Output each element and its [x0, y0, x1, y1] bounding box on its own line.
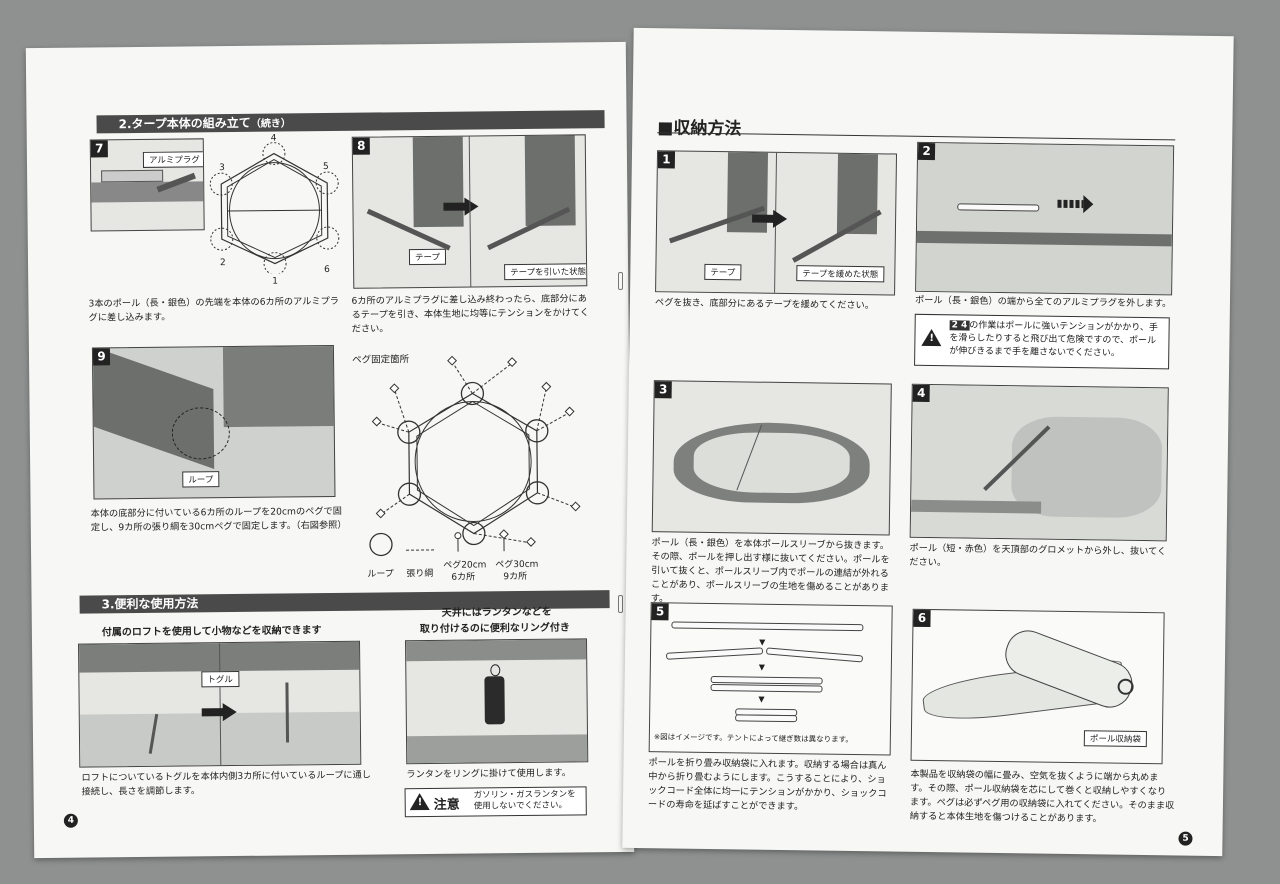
step9-label: ループ	[182, 471, 220, 488]
storage-step2-warning-text: の作業はポールに強いテンションがかかり、手を滑らしたりすると飛び出て危険ですので…	[949, 320, 1159, 359]
warning-icon: !	[921, 328, 942, 347]
usage2-warning-text: ガソリン・ガスランタンを使用しないでください。	[473, 789, 576, 812]
diagram-num-1: 1	[272, 276, 279, 287]
step7-caption: 3本のポール（長・銀色）の先端を本体の6カ所のアルミプラグに差し込みます。	[88, 295, 339, 324]
step9-photo: 9 ループ	[91, 344, 336, 500]
storage-step6-caption: 本製品を収納袋の幅に畳み、空気を抜くように端から丸めます。その際、ポール収納袋を…	[909, 768, 1175, 825]
usage1-caption: ロフトについているトグルを本体内側3カ所に付いているループに通し接続し、長さを調…	[81, 769, 372, 798]
step8-label-tape: テープ	[408, 248, 447, 266]
storage-step1-label-loosened: テープを緩めた状態	[796, 265, 885, 283]
storage-step1-caption: ペグを抜き、底部分にあるテープを緩めてください。	[654, 297, 875, 312]
step7-label: アルミプラグ	[142, 151, 205, 168]
section2-header: 2.タープ本体の組み立て（続き）	[96, 110, 605, 134]
diagram-num-6: 6	[324, 264, 330, 276]
storage-step6-photo: 6 ポール収納袋	[910, 608, 1165, 765]
right-page: ■収納方法 1 テープ テープを緩めた状態 ペグを抜き、底部分にあるテープを緩め…	[622, 27, 1234, 857]
section2-suffix: （続き）	[250, 118, 291, 130]
usage1-heading: 付属のロフトを使用して小物などを収納できます	[101, 625, 322, 639]
storage-step3-photo: 3	[651, 380, 892, 536]
warning-icon: !	[409, 792, 430, 811]
staple-bottom	[618, 595, 623, 613]
diagram-num-2: 2	[219, 258, 226, 269]
page-number-right: 5	[1178, 831, 1193, 846]
usage2-heading-line1: 天井にはランタンなどを	[441, 606, 552, 619]
step7-photo: 7 アルミプラグ	[89, 138, 205, 232]
usage2-caption: ランタンをリングに掛けて使用します。	[406, 767, 571, 781]
pole-extended	[671, 621, 864, 632]
storage-step5-note: ※図はイメージです。テントによって継ぎ数は異なります。	[653, 732, 853, 744]
step7-hexagon-diagram	[209, 142, 340, 275]
storage-step1-number: 1	[657, 151, 676, 169]
section2-title: 2.タープ本体の組み立て	[118, 115, 251, 132]
storage-step2-warning-steps: 2 4	[949, 320, 970, 331]
usage1-label-toggle: トグル	[201, 670, 239, 688]
step7-number: 7	[90, 140, 108, 158]
step8-number: 8	[352, 137, 370, 155]
usage2-warning-title: 注意	[433, 797, 460, 813]
diagram-num-3: 3	[218, 163, 225, 174]
storage-step5-caption: ポールを折り畳み収納袋に入れます。収納する場合は真ん中から折り畳むようにします。…	[647, 757, 887, 813]
storage-step3-caption: ポール（長・銀色）を本体ポールスリーブから抜きます。その際、ポールを押し出す様に…	[650, 537, 890, 605]
usage2-heading-line2: 取り付けるのに便利なリング付き	[419, 622, 570, 636]
staple-top	[618, 272, 623, 290]
usage2-warning-box: ! 注意 ガソリン・ガスランタンを使用しないでください。	[404, 786, 587, 818]
step8-photo: 8 テープ テープを引いた状態	[351, 134, 588, 289]
storage-step1-label-tape: テープ	[704, 263, 742, 281]
step8-label-pulled: テープを引いた状態	[504, 263, 588, 281]
lantern-icon	[484, 676, 505, 725]
peg-legend-symbols	[369, 529, 509, 557]
step9-number: 9	[92, 348, 111, 366]
storage-step3-number: 3	[654, 381, 672, 399]
page-number-left: 4	[63, 813, 78, 828]
legend-rope: 張り綱	[406, 568, 434, 580]
diagram-num-5: 5	[322, 161, 329, 173]
usage1-photo: トグル	[78, 640, 362, 768]
left-page: 2.タープ本体の組み立て（続き） 7 アルミプラグ 4 5 3 2 6 1 3本…	[25, 41, 635, 859]
legend-peg30-count: 9カ所	[503, 571, 528, 583]
usage2-photo	[404, 638, 589, 765]
peg-layout-diagram	[371, 355, 581, 547]
storage-step2-number: 2	[917, 142, 936, 161]
diagram-num-4: 4	[270, 133, 277, 144]
storage-step4-caption: ポール（短・赤色）を天頂部のグロメットから外し、抜いてください。	[909, 542, 1167, 569]
storage-step2-photo: 2	[915, 141, 1175, 296]
step8-caption: 6カ所のアルミプラグに差し込み終わったら、底部分にあるテープを引き、本体生地に均…	[351, 293, 590, 335]
storage-step4-number: 4	[912, 384, 930, 403]
storage-step6-label: ポール収納袋	[1083, 730, 1148, 748]
storage-step4-photo: 4	[909, 383, 1169, 542]
legend-peg20-count: 6カ所	[451, 572, 476, 583]
storage-title: ■収納方法	[657, 118, 742, 140]
storage-step2-caption: ポール（長・銀色）の端から全てのアルミプラグを外します。	[914, 294, 1172, 310]
step9-caption: 本体の底部分に付いている6カ所のループを20cmのペグで固定し、9カ所の張り綱を…	[90, 505, 347, 534]
legend-loop: ループ	[367, 569, 394, 580]
storage-step5-number: 5	[651, 603, 669, 621]
storage-step5-photo: 5 ▼ ▼ ▼ ※図はイメージです。テントによって継ぎ数は異なります。	[648, 602, 893, 756]
storage-step6-number: 6	[913, 609, 931, 628]
storage-step1-photo: 1 テープ テープを緩めた状態	[655, 150, 898, 296]
